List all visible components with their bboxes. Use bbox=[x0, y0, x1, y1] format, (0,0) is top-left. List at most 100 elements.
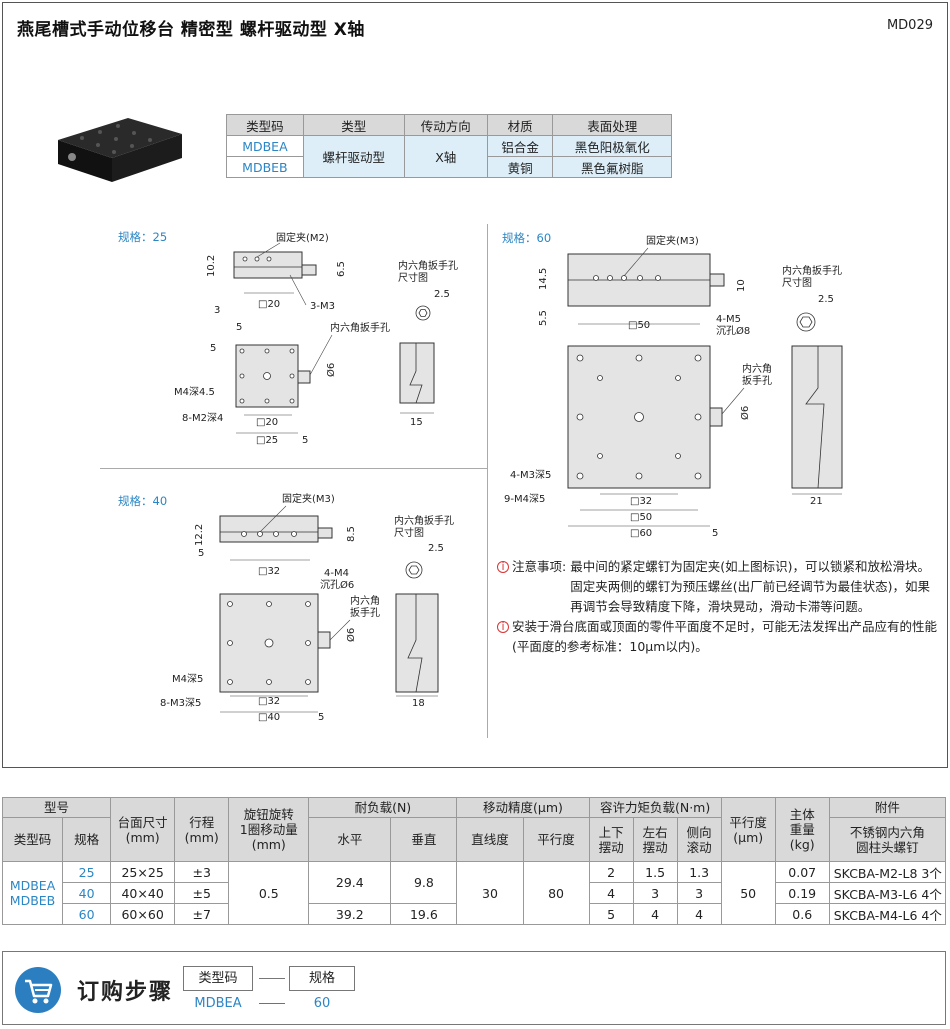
note-item: i 注意事项: 最中间的紧定螺钉为固定夹(如上图标识)，可以锁紧和放松滑块。固定… bbox=[497, 557, 937, 617]
spec-header: 侧向 滚动 bbox=[676, 817, 722, 862]
page-title: 燕尾槽式手动位移台 精密型 螺杆驱动型 X轴 bbox=[17, 20, 365, 40]
svg-text:14.5: 14.5 bbox=[538, 268, 549, 290]
spec-cell: 30 bbox=[456, 861, 524, 925]
svg-text:6.5: 6.5 bbox=[336, 261, 347, 277]
svg-text:5: 5 bbox=[210, 343, 216, 354]
spec-cell: 4 bbox=[676, 903, 722, 925]
spec-size-cell: 60 bbox=[62, 903, 112, 925]
type-code-cell: MDBEA bbox=[226, 135, 304, 157]
svg-text:3-M3: 3-M3 bbox=[310, 301, 335, 312]
spec-header: 旋钮旋转 1圈移动量 (mm) bbox=[228, 797, 310, 862]
spec-cell: 0.6 bbox=[774, 903, 830, 925]
spec-cell: SKCBA-M2-L8 3个 bbox=[828, 861, 947, 883]
type-cell: 螺杆驱动型 bbox=[302, 135, 405, 178]
spec-cell: 5 bbox=[588, 903, 634, 925]
svg-text:内六角: 内六角 bbox=[350, 594, 380, 607]
svg-text:内六角扳手孔: 内六角扳手孔 bbox=[782, 264, 842, 277]
type-table-header: 传动方向 bbox=[403, 114, 488, 136]
direction-cell: X轴 bbox=[403, 135, 488, 178]
svg-text:5.5: 5.5 bbox=[538, 310, 549, 326]
spec-header: 耐负载(N) bbox=[308, 797, 458, 818]
spec-cell: 0.07 bbox=[774, 861, 830, 883]
svg-text:15: 15 bbox=[410, 417, 423, 428]
spec-header: 移动精度(μm) bbox=[456, 797, 590, 818]
svg-text:□32: □32 bbox=[630, 496, 652, 507]
svg-text:Ø6: Ø6 bbox=[325, 363, 337, 377]
spec-cell: 1.5 bbox=[632, 861, 678, 883]
note-text: 最中间的紧定螺钉为固定夹(如上图标识)，可以锁紧和放松滑块。固定夹两侧的螺钉为预… bbox=[570, 559, 930, 614]
svg-text:M4深4.5: M4深4.5 bbox=[174, 386, 215, 398]
spec-cell: 40×40 bbox=[110, 882, 176, 904]
spec-header: 容许力矩负载(N·m) bbox=[588, 797, 722, 818]
svg-text:M4深5: M4深5 bbox=[172, 673, 203, 685]
cart-icon bbox=[15, 967, 61, 1013]
spec-cell: ±3 bbox=[174, 861, 230, 883]
spec-cell: 2 bbox=[588, 861, 634, 883]
clamp-label-40: 固定夹(M3) bbox=[282, 492, 335, 505]
svg-text:□25: □25 bbox=[256, 435, 278, 446]
spec-header: 规格 bbox=[62, 817, 112, 862]
spec-header: 上下 摆动 bbox=[588, 817, 634, 862]
spec-cell: 0.19 bbox=[774, 882, 830, 904]
svg-text:2.5: 2.5 bbox=[818, 294, 834, 305]
spec-header: 类型码 bbox=[1, 817, 64, 862]
spec-cell: 0.5 bbox=[228, 861, 310, 925]
spec-header: 不锈钢内六角 圆柱头螺钉 bbox=[828, 817, 947, 862]
svg-text:□40: □40 bbox=[258, 712, 280, 723]
svg-text:内六角: 内六角 bbox=[742, 362, 772, 375]
svg-text:4-M4: 4-M4 bbox=[324, 568, 349, 579]
svg-text:10: 10 bbox=[736, 279, 747, 292]
spec-header: 行程 (mm) bbox=[174, 797, 230, 862]
spec-cell: 19.6 bbox=[390, 903, 458, 925]
svg-text:□60: □60 bbox=[630, 528, 652, 539]
drawing-divider-horizontal bbox=[100, 468, 487, 469]
drawing-size-40: 固定夹(M3) 12.2 5 8.5 □32 4-M4 沉孔Ø6 内六角 扳手孔… bbox=[160, 492, 454, 723]
info-icon: i bbox=[497, 621, 509, 633]
svg-text:□20: □20 bbox=[256, 417, 278, 428]
order-connector bbox=[259, 1003, 285, 1004]
spec-table: 型号 台面尺寸 (mm) 行程 (mm) 旋钮旋转 1圈移动量 (mm) 耐负载… bbox=[1, 797, 947, 925]
datasheet-frame: 燕尾槽式手动位移台 精密型 螺杆驱动型 X轴 MD029 bbox=[2, 2, 948, 768]
spec-label-40: 规格：40 bbox=[118, 494, 168, 508]
spec-cell: 4 bbox=[632, 903, 678, 925]
spec-header: 平行度 (μm) bbox=[720, 797, 776, 862]
material-cell: 黄铜 bbox=[486, 156, 554, 178]
svg-text:□32: □32 bbox=[258, 566, 280, 577]
svg-text:尺寸图: 尺寸图 bbox=[782, 276, 812, 289]
spec-label-25: 规格：25 bbox=[118, 230, 168, 244]
clamp-label-25: 固定夹(M2) bbox=[276, 231, 329, 244]
spec-cell: 1.3 bbox=[676, 861, 722, 883]
finish-cell: 黑色氟树脂 bbox=[552, 156, 672, 178]
svg-text:2.5: 2.5 bbox=[434, 289, 450, 300]
svg-text:5: 5 bbox=[198, 548, 204, 559]
drawing-size-60: 固定夹(M3) 14.5 5.5 10 □50 4-M5 沉孔Ø8 内六角 扳手… bbox=[504, 234, 843, 539]
spec-label-60: 规格：60 bbox=[502, 231, 552, 245]
svg-text:Ø6: Ø6 bbox=[345, 628, 357, 642]
svg-text:21: 21 bbox=[810, 496, 823, 507]
spec-header: 左右 摆动 bbox=[632, 817, 678, 862]
order-step-box: 规格 bbox=[289, 966, 355, 991]
spec-header: 台面尺寸 (mm) bbox=[110, 797, 176, 862]
svg-text:4-M5: 4-M5 bbox=[716, 314, 741, 325]
svg-text:18: 18 bbox=[412, 698, 425, 709]
spec-cell: 29.4 bbox=[308, 861, 392, 904]
svg-text:内六角扳手孔: 内六角扳手孔 bbox=[398, 259, 458, 272]
svg-text:8-M3深5: 8-M3深5 bbox=[160, 697, 201, 709]
spec-header: 垂直 bbox=[390, 817, 458, 862]
type-table-header: 表面处理 bbox=[552, 114, 672, 136]
svg-text:5: 5 bbox=[712, 528, 718, 539]
spec-cell: 3 bbox=[676, 882, 722, 904]
product-photo bbox=[58, 118, 182, 182]
svg-text:内六角扳手孔: 内六角扳手孔 bbox=[330, 321, 390, 334]
svg-text:10.2: 10.2 bbox=[206, 255, 217, 277]
spec-header: 平行度 bbox=[522, 817, 590, 862]
spec-header: 附件 bbox=[828, 797, 947, 818]
svg-text:12.2: 12.2 bbox=[194, 524, 205, 546]
svg-text:□50: □50 bbox=[630, 512, 652, 523]
spec-cell: SKCBA-M3-L6 4个 bbox=[828, 882, 947, 904]
order-step-box: 类型码 bbox=[183, 966, 253, 991]
svg-text:5: 5 bbox=[318, 712, 324, 723]
spec-cell: 50 bbox=[720, 861, 776, 925]
svg-text:□50: □50 bbox=[628, 320, 650, 331]
notes: i 注意事项: 最中间的紧定螺钉为固定夹(如上图标识)，可以锁紧和放松滑块。固定… bbox=[497, 557, 937, 657]
